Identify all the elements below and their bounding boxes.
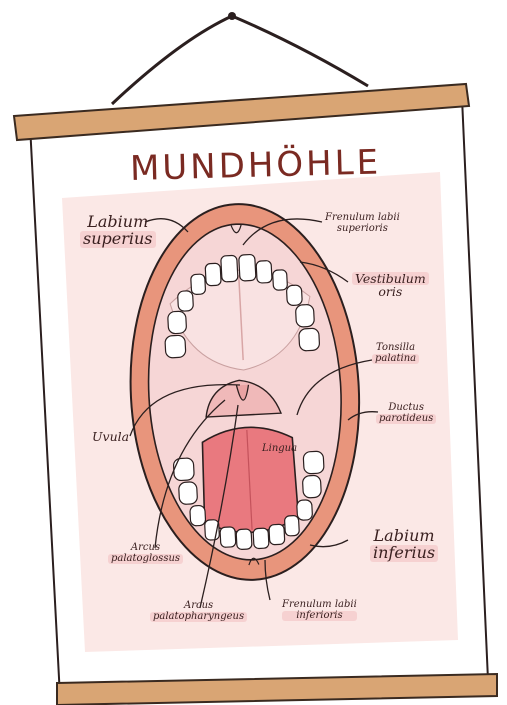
- label-labium-superius: Labium superius: [80, 214, 156, 248]
- label-frenulum-superioris-line2: superioris: [325, 224, 400, 235]
- label-frenulum-labii-superioris: Frenulum labii superioris: [325, 213, 400, 234]
- label-arcus-palatopharyngeus-line1: Arcus: [150, 601, 247, 612]
- hanging-cord: [112, 16, 368, 104]
- label-ductus-line2: parotideus: [376, 414, 436, 425]
- label-tonsilla-palatina: Tonsilla palatina: [372, 343, 419, 364]
- label-ductus-parotideus: Ductus parotideus: [376, 403, 436, 424]
- label-labium-inferius: Labium inferius: [370, 528, 438, 562]
- label-frenulum-inferioris-line1: Frenulum labii: [282, 600, 357, 611]
- label-vestibulum-line2: oris: [352, 285, 429, 298]
- label-arcus-palatoglossus-line1: Arcus: [108, 543, 183, 554]
- label-arcus-palatoglossus: Arcus palatoglossus: [108, 543, 183, 564]
- label-frenulum-superioris-line1: Frenulum labii: [325, 213, 400, 224]
- label-arcus-palatoglossus-line2: palatoglossus: [108, 554, 183, 565]
- label-lingua-text: Lingua: [262, 444, 297, 455]
- label-uvula-text: Uvula: [92, 430, 129, 443]
- label-arcus-palatopharyngeus: Arcus palatopharyngeus: [150, 601, 247, 622]
- label-tonsilla-line2: palatina: [372, 354, 419, 365]
- label-vestibulum-oris: Vestibulum oris: [352, 272, 429, 298]
- label-tonsilla-line1: Tonsilla: [372, 343, 419, 354]
- label-labium-superius-line2: superius: [80, 231, 156, 248]
- label-labium-inferius-line2: inferius: [370, 545, 438, 562]
- label-arcus-palatopharyngeus-line2: palatopharyngeus: [150, 612, 247, 623]
- label-lingua: Lingua: [262, 444, 297, 455]
- label-frenulum-labii-inferioris: Frenulum labii inferioris: [282, 600, 357, 621]
- label-frenulum-inferioris-line2: inferioris: [282, 611, 357, 622]
- label-uvula: Uvula: [92, 430, 129, 443]
- hanging-nail: [228, 12, 236, 20]
- poster-title: MUNDHÖHLE: [130, 143, 361, 189]
- label-ductus-line1: Ductus: [376, 403, 436, 414]
